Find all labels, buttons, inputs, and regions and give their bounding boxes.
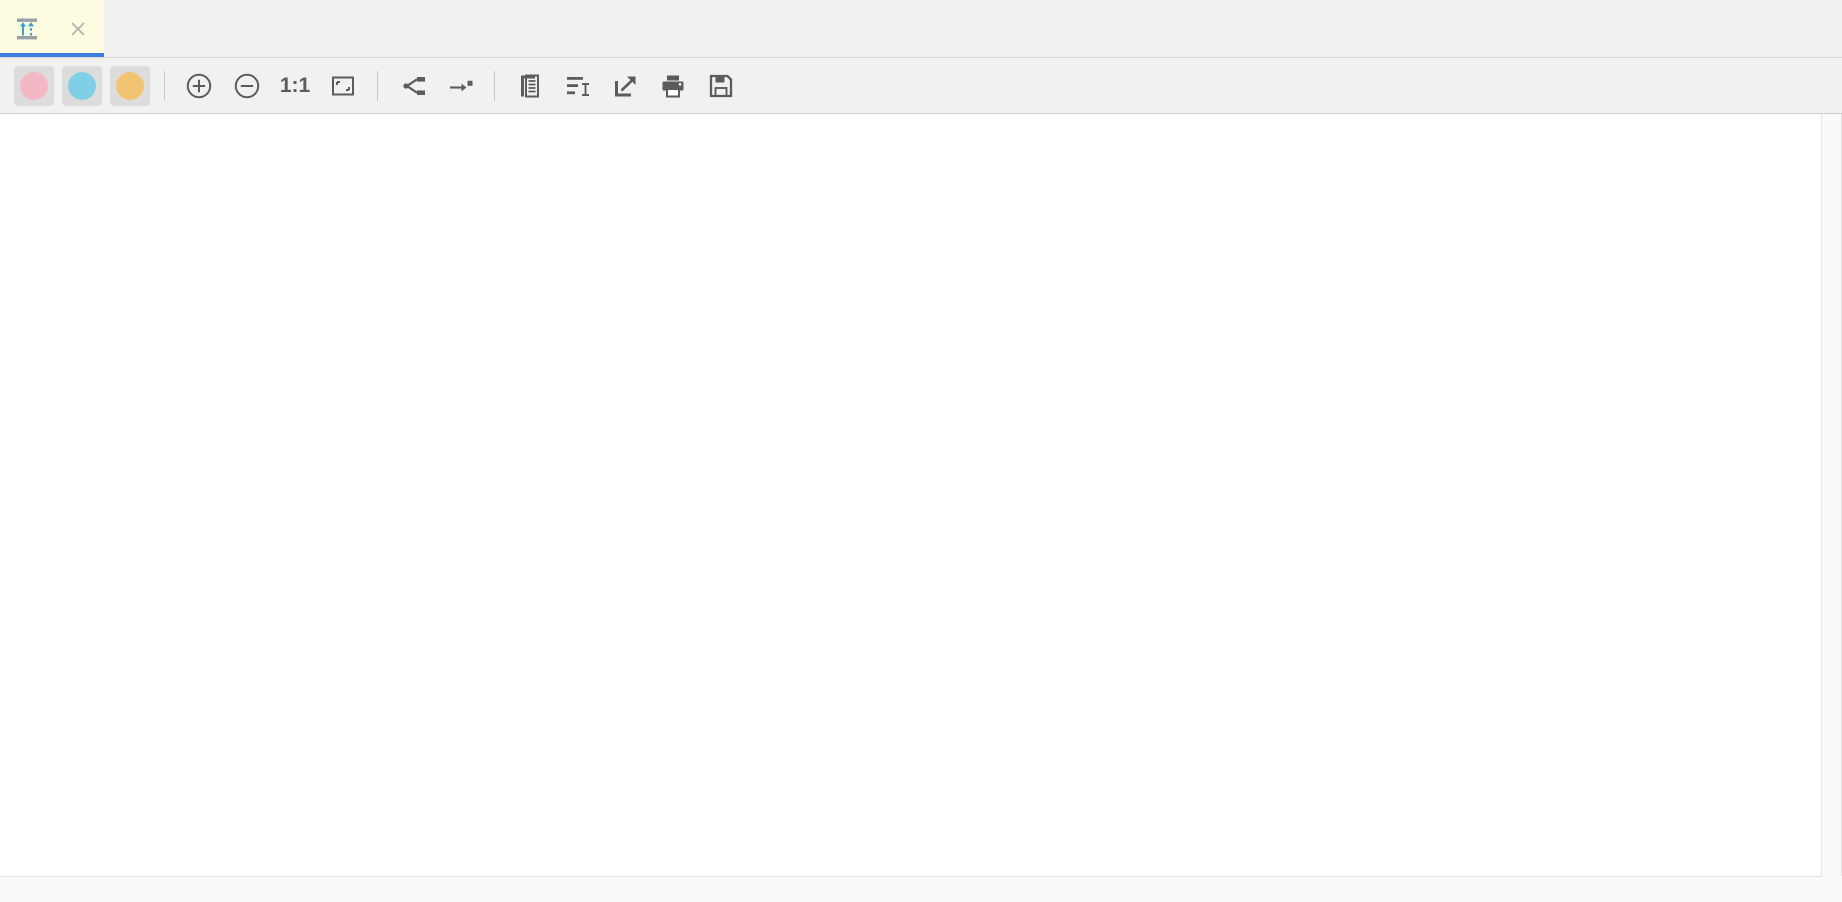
fit-content-button[interactable] — [323, 66, 363, 106]
zoom-control-group: 1:1 — [175, 66, 367, 106]
sort-button[interactable] — [557, 66, 597, 106]
actual-size-button[interactable]: 1:1 — [275, 66, 315, 106]
arrow-to-node-icon — [445, 71, 475, 101]
toolbar-separator — [377, 70, 378, 101]
zoom-in-button[interactable] — [179, 66, 219, 106]
fit-content-icon — [329, 72, 357, 100]
copy-icon — [515, 72, 543, 100]
method-chip-icon — [20, 71, 48, 100]
show-inherited-toggle[interactable] — [62, 65, 102, 106]
sort-text-icon — [563, 72, 591, 100]
one-to-one-icon: 1:1 — [279, 73, 311, 97]
copy-button[interactable] — [509, 66, 549, 106]
diagram-icon — [14, 16, 40, 42]
visibility-filter-group — [10, 65, 154, 106]
hierarchy-icon — [397, 71, 427, 101]
expand-node-button[interactable] — [440, 66, 480, 106]
inherited-chip-icon — [68, 71, 96, 100]
save-button[interactable] — [701, 66, 741, 106]
tab-mammalia-py[interactable] — [0, 0, 104, 57]
printer-icon — [659, 72, 687, 100]
toolbar-separator — [164, 70, 165, 101]
diagram-edges — [0, 114, 1841, 876]
file-control-group — [505, 66, 745, 106]
editor-tab-bar — [0, 0, 1842, 58]
minus-circle-icon — [232, 71, 262, 101]
diagram-toolbar: 1:1 — [0, 58, 1842, 114]
print-button[interactable] — [653, 66, 693, 106]
diagram-canvas[interactable] — [0, 114, 1842, 876]
layout-control-group — [388, 66, 484, 106]
vertical-scrollbar[interactable] — [1821, 114, 1841, 876]
export-button[interactable] — [605, 66, 645, 106]
floppy-save-icon — [707, 72, 735, 100]
zoom-out-button[interactable] — [227, 66, 267, 106]
scrollbar-corner — [1822, 876, 1842, 902]
export-icon — [611, 72, 639, 100]
show-dependencies-button[interactable] — [392, 66, 432, 106]
close-icon[interactable] — [68, 19, 88, 39]
toolbar-separator — [494, 70, 495, 101]
show-methods-toggle[interactable] — [14, 65, 54, 106]
field-chip-icon — [116, 71, 144, 100]
plus-circle-icon — [184, 71, 214, 101]
show-fields-toggle[interactable] — [110, 65, 150, 106]
horizontal-scrollbar[interactable] — [0, 876, 1842, 902]
